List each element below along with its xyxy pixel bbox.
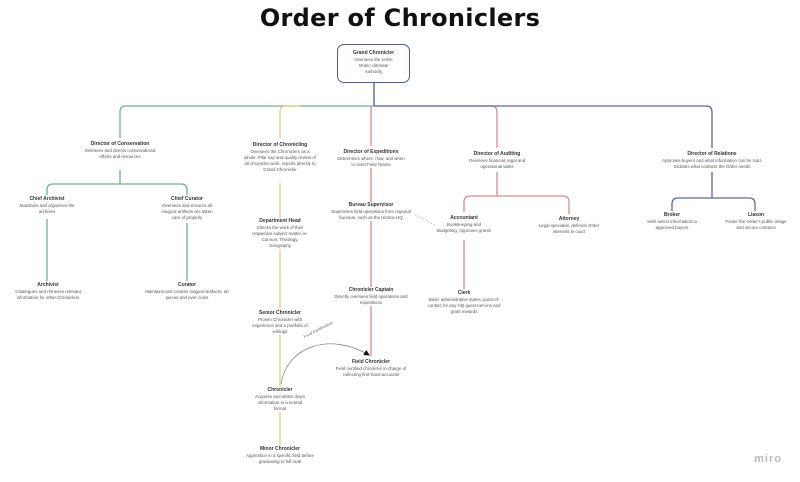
node-title: Liason <box>747 212 765 218</box>
node-desc: Foster the Order's public image and secu… <box>725 219 787 231</box>
node-desc: Field certified chronicler in charge of … <box>335 366 407 378</box>
node-desc: Legal specialist, defends Order interest… <box>538 223 600 235</box>
link-field-certification <box>280 343 370 385</box>
node-desc: Bookkeeping and Budgeting, Approves gran… <box>437 222 491 234</box>
miro-logo: miro <box>754 453 782 465</box>
node-archivist[interactable]: Archivist Catalogues and retrieves relev… <box>9 282 87 301</box>
node-desc: Determines where, how, and when to send … <box>337 156 405 168</box>
node-desc: Apprentice in a specific field before gr… <box>245 453 315 465</box>
node-title: Chief Archivist <box>29 196 65 202</box>
node-chief-curator[interactable]: Chief Curator Oversees and ensures all m… <box>158 196 216 221</box>
node-attorney[interactable]: Attorney Legal specialist, defends Order… <box>533 216 605 236</box>
link-root-conservation <box>119 105 374 138</box>
link-root-relations <box>374 105 713 148</box>
node-title: Chronicler <box>267 387 293 393</box>
node-title: Chief Curator <box>171 196 203 202</box>
node-senior-chronicler[interactable]: Senior Chronicler Proven Chronicler with… <box>251 310 309 336</box>
link-root-chronicling <box>279 105 300 138</box>
link-root-auditing <box>374 105 498 148</box>
node-desc: Catalogues and retrieves relevant inform… <box>15 289 81 301</box>
node-broker[interactable]: Broker Sells select information to appro… <box>646 212 698 232</box>
node-desc: Approves buyers and what information can… <box>662 158 762 170</box>
node-desc: Sells select information to approved buy… <box>646 219 698 231</box>
node-desc: Basic administrative duties, point-of-co… <box>427 297 501 315</box>
node-director-relations[interactable]: Director of Relations Approves buyers an… <box>655 151 769 171</box>
node-desc: Oversees the entire Order, Ultimate Auth… <box>354 57 393 75</box>
node-title: Bureau Supervisor <box>348 202 394 208</box>
node-desc: Directly oversees field operations and e… <box>334 294 408 306</box>
node-title: Field Chronicler <box>351 359 391 365</box>
node-desc: Acquires and writes down information in … <box>254 394 306 412</box>
node-title: Attorney <box>558 216 580 222</box>
node-desc: Supervises field operations from regiona… <box>331 209 411 221</box>
node-title: Broker <box>663 212 681 218</box>
node-title: Chronicler Captain <box>348 287 394 293</box>
node-title: Director of Expeditions <box>343 149 399 155</box>
node-desc: Maintains and curates magical artifacts,… <box>145 289 229 301</box>
node-grand-chronicler[interactable]: Grand Chronicler Oversees the entire Ord… <box>337 44 410 83</box>
node-title: Curator <box>177 282 197 288</box>
node-director-conservation[interactable]: Director of Conservation Oversees and di… <box>78 141 162 160</box>
node-curator[interactable]: Curator Maintains and curates magical ar… <box>142 282 232 301</box>
node-chronicler-captain[interactable]: Chronicler Captain Directly oversees fie… <box>328 287 414 307</box>
link-conservation-curator <box>120 183 188 195</box>
node-desc: Oversees the Chroniclers as a whole. Pil… <box>244 149 316 173</box>
node-director-auditing[interactable]: Director of Auditing Oversees financial,… <box>465 151 529 171</box>
node-desc: Checks the work of their respective subj… <box>252 225 308 249</box>
node-department-head[interactable]: Department Head Checks the work of their… <box>251 218 309 249</box>
node-chronicler[interactable]: Chronicler Acquires and writes down info… <box>254 387 306 413</box>
node-field-chronicler[interactable]: Field Chronicler Field certified chronic… <box>330 359 412 379</box>
chart-title: Order of Chroniclers <box>259 4 541 32</box>
node-title: Director of Conservation <box>90 141 150 147</box>
node-chief-archivist[interactable]: Chief Archivist Maintains and organizes … <box>18 196 76 215</box>
node-title: Clerk <box>457 290 471 296</box>
node-title: Accountant <box>450 215 478 221</box>
link-conservation-archivist <box>46 183 120 195</box>
node-bureau-supervisor[interactable]: Bureau Supervisor Supervises field opera… <box>328 202 414 222</box>
node-title: Director of Chronicling <box>252 142 308 148</box>
link-auditing-accountant <box>463 195 497 212</box>
node-desc: Oversees and directs conservational effo… <box>84 148 156 160</box>
node-title: Archivist <box>37 282 59 288</box>
link-bureau-accountant-dashed <box>411 213 437 227</box>
link-auditing-attorney <box>497 195 570 214</box>
node-title: Department Head <box>259 218 301 224</box>
node-clerk[interactable]: Clerk Basic administrative duties, point… <box>422 290 506 316</box>
node-accountant[interactable]: Accountant Bookkeeping and Budgeting, Ap… <box>436 215 492 235</box>
node-desc: Oversees financial, legal and operationa… <box>468 158 526 170</box>
node-liason[interactable]: Liason Foster the Order's public image a… <box>725 212 787 232</box>
node-title: Director of Auditing <box>473 151 521 157</box>
node-director-expeditions[interactable]: Director of Expeditions Determines where… <box>337 149 405 169</box>
node-desc: Maintains and organizes the archives <box>19 203 75 215</box>
node-director-chronicling[interactable]: Director of Chronicling Oversees the Chr… <box>244 142 316 173</box>
node-desc: Proven Chronicler with experience and a … <box>252 317 308 335</box>
link-relations-liason <box>712 197 756 211</box>
node-title: Grand Chronicler <box>352 50 395 56</box>
node-title: Director of Relations <box>687 151 737 157</box>
node-title: Minor Chronicler <box>259 446 300 452</box>
node-minor-chronicler[interactable]: Minor Chronicler Apprentice in a specifi… <box>238 446 322 466</box>
node-desc: Oversees and ensures all magical artifac… <box>161 203 213 221</box>
link-relations-broker <box>671 197 712 211</box>
node-title: Senior Chronicler <box>259 310 301 316</box>
